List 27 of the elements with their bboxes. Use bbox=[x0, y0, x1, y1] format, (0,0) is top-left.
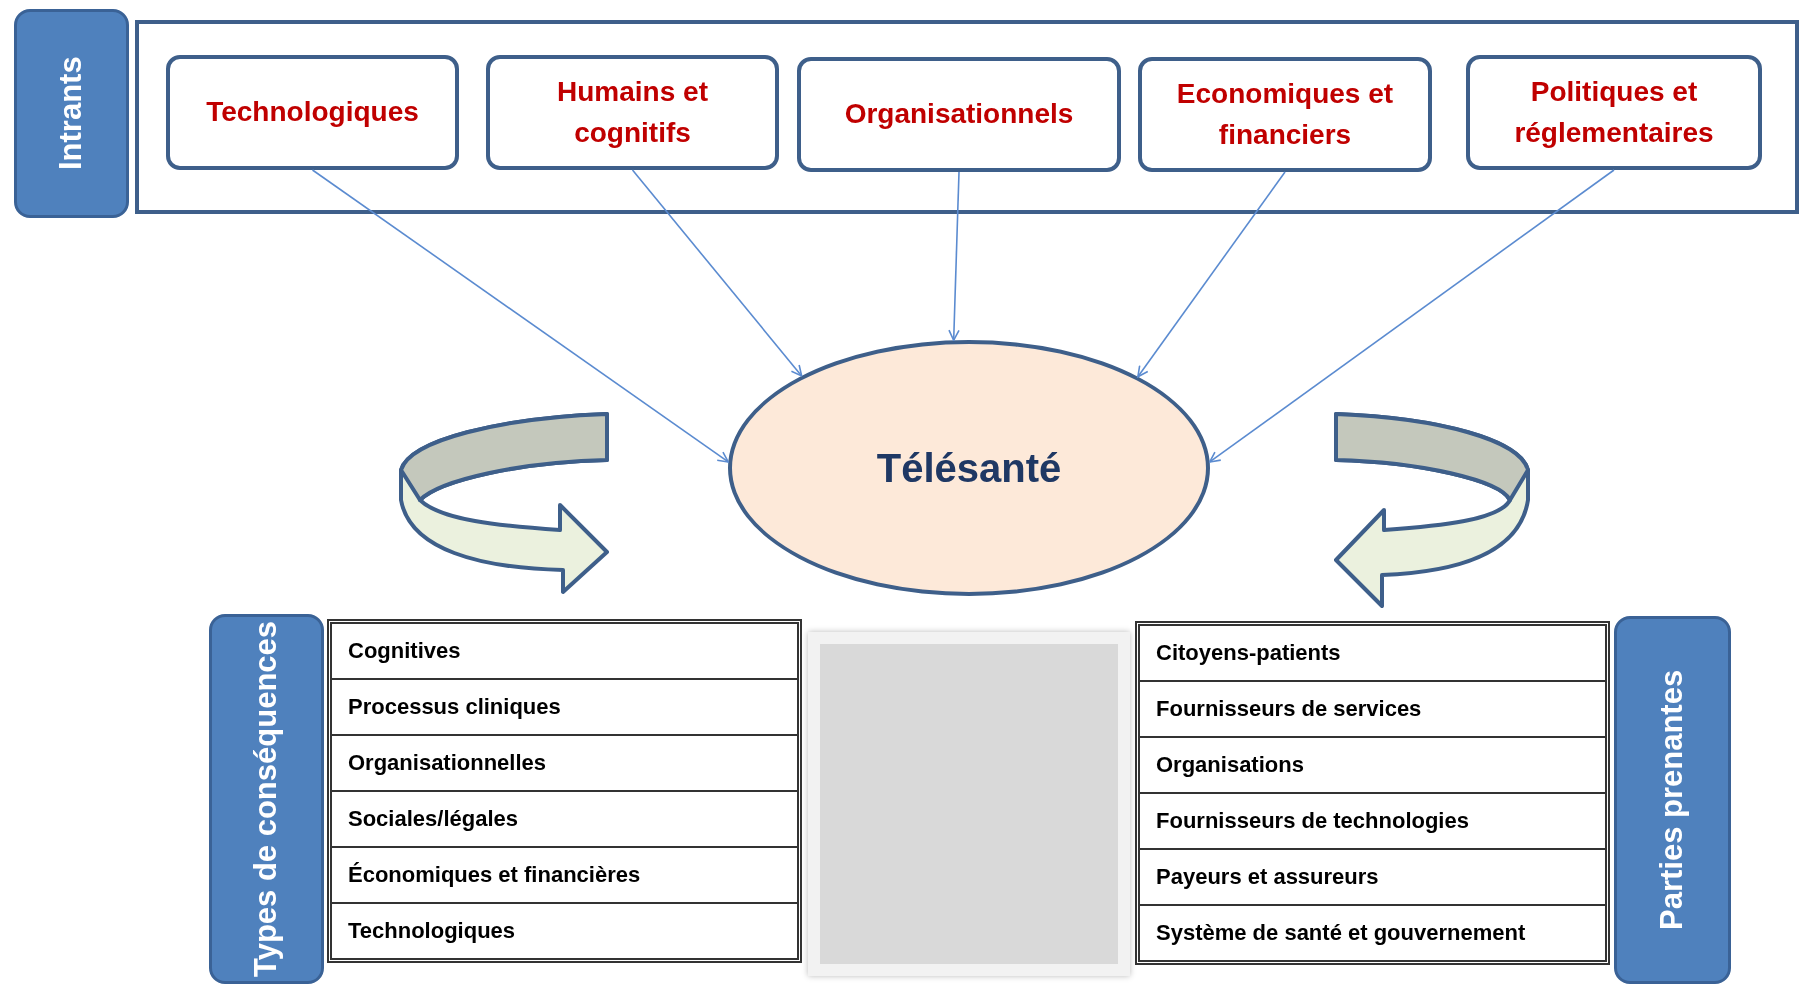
list-row: Citoyens-patients bbox=[1138, 624, 1607, 682]
list-row: Fournisseurs de services bbox=[1138, 680, 1607, 738]
list-row: Organisationnelles bbox=[330, 734, 799, 792]
side-tab: Intrants bbox=[14, 9, 129, 218]
input-box: Organisationnels bbox=[797, 57, 1121, 172]
arrow bbox=[631, 169, 803, 377]
input-box: Technologiques bbox=[166, 55, 459, 170]
list-row: Organisations bbox=[1138, 736, 1607, 794]
empty-panel bbox=[808, 632, 1130, 976]
side-tab: Parties prenantes bbox=[1614, 616, 1731, 984]
list-row: Économiques et financières bbox=[330, 846, 799, 904]
input-box: Humains et cognitifs bbox=[486, 55, 779, 170]
list-row: Payeurs et assureurs bbox=[1138, 848, 1607, 906]
side-tab: Types de conséquences bbox=[209, 614, 324, 984]
arrow bbox=[948, 171, 960, 342]
list-row: Système de santé et gouvernement bbox=[1138, 904, 1607, 962]
list-row: Technologiques bbox=[330, 902, 799, 960]
list-row: Sociales/légales bbox=[330, 790, 799, 848]
input-box: Economiques et financiers bbox=[1138, 57, 1432, 172]
list-row: Fournisseurs de technologies bbox=[1138, 792, 1607, 850]
arrow bbox=[311, 169, 730, 463]
input-box: Politiques et réglementaires bbox=[1466, 55, 1762, 170]
arrow bbox=[1137, 171, 1286, 378]
list-row: Processus cliniques bbox=[330, 678, 799, 736]
ellipse-node: Télésanté bbox=[728, 340, 1210, 596]
arrow bbox=[1208, 169, 1615, 463]
list-row: Cognitives bbox=[330, 622, 799, 680]
